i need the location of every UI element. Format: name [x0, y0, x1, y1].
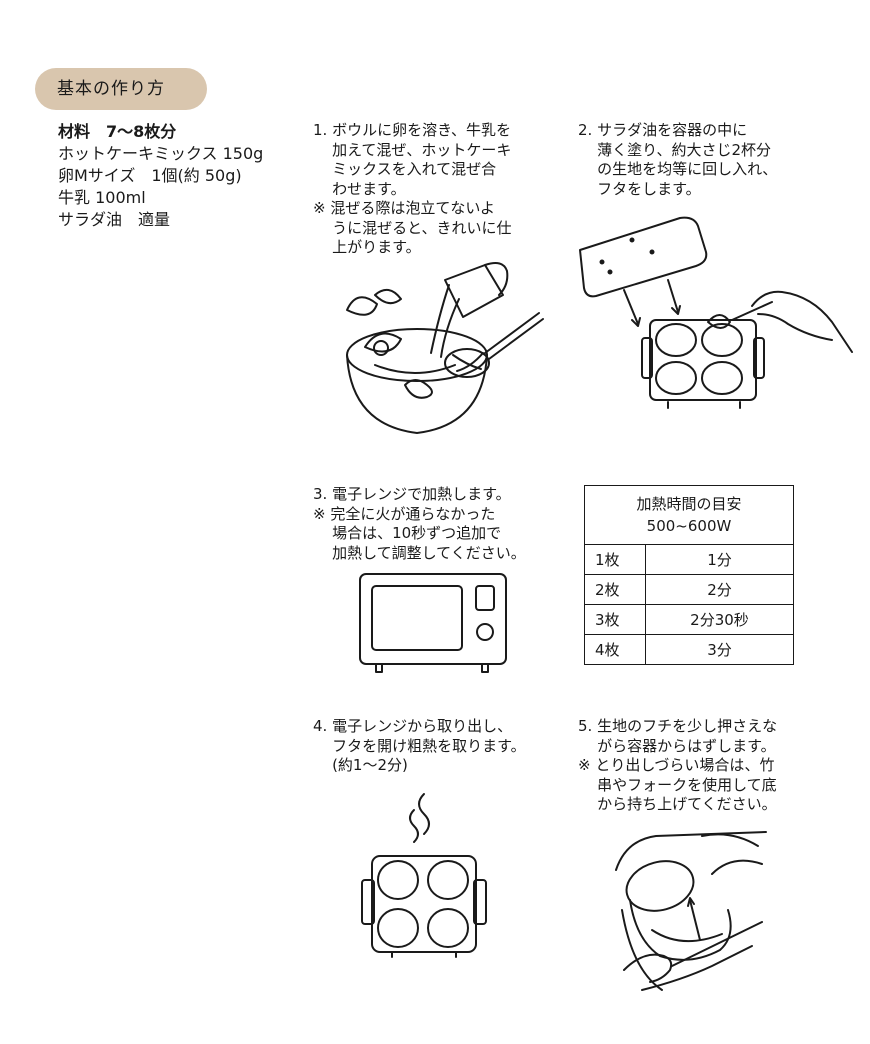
pouring-batter-illustration — [572, 210, 852, 415]
step-3-text: 3. 電子レンジで加熱します。 ※ 完全に火が通らなかった 場合は、10秒ずつ追… — [313, 485, 526, 562]
table-cell-count: 3枚 — [584, 604, 646, 635]
table-cell-time: 2分30秒 — [645, 604, 794, 635]
table-title: 加熱時間の目安 500~600W — [584, 485, 794, 545]
table-row: 3枚 2分30秒 — [584, 604, 794, 635]
removing-pancake-illustration — [612, 830, 772, 1000]
heating-time-table: 加熱時間の目安 500~600W 1枚 1分 2枚 2分 3枚 2分30秒 4枚… — [584, 485, 794, 665]
ingredients-header: 材料 7～8枚分 — [58, 122, 177, 141]
table-cell-count: 1枚 — [584, 544, 646, 575]
step-1-text: 1. ボウルに卵を溶き、牛乳を 加えて混ぜ、ホットケーキ ミックスを入れて混ぜ合… — [313, 121, 512, 256]
table-row: 4枚 3分 — [584, 634, 794, 665]
ingredient-item: 牛乳 100ml — [58, 188, 146, 207]
cooling-tray-illustration — [358, 790, 490, 960]
step-5-text: 5. 生地のフチを少し押さえな がら容器からはずします。 ※ とり出しづらい場合… — [578, 717, 778, 813]
table-cell-time: 3分 — [645, 634, 794, 665]
ingredient-item: サラダ油 適量 — [58, 210, 171, 229]
step-2-text: 2. サラダ油を容器の中に 薄く塗り、約大さじ2杯分 の生地を均等に回し入れ、 … — [578, 121, 778, 198]
table-cell-count: 4枚 — [584, 634, 646, 665]
ingredients-list: 材料 7～8枚分 ホットケーキミックス 150g 卵Mサイズ 1個(約 50g)… — [58, 121, 263, 231]
microwave-illustration — [358, 572, 508, 676]
table-row: 1枚 1分 — [584, 544, 794, 575]
section-title: 基本の作り方 — [35, 68, 207, 110]
table-cell-count: 2枚 — [584, 574, 646, 605]
ingredient-item: 卵Mサイズ 1個(約 50g) — [58, 166, 242, 185]
table-cell-time: 2分 — [645, 574, 794, 605]
ingredient-item: ホットケーキミックス 150g — [58, 144, 264, 163]
table-cell-time: 1分 — [645, 544, 794, 575]
table-row: 2枚 2分 — [584, 574, 794, 605]
step-4-text: 4. 電子レンジから取り出し、 フタを開け粗熱を取ります。 (約1～2分) — [313, 717, 526, 774]
mixing-bowl-illustration — [335, 255, 555, 455]
